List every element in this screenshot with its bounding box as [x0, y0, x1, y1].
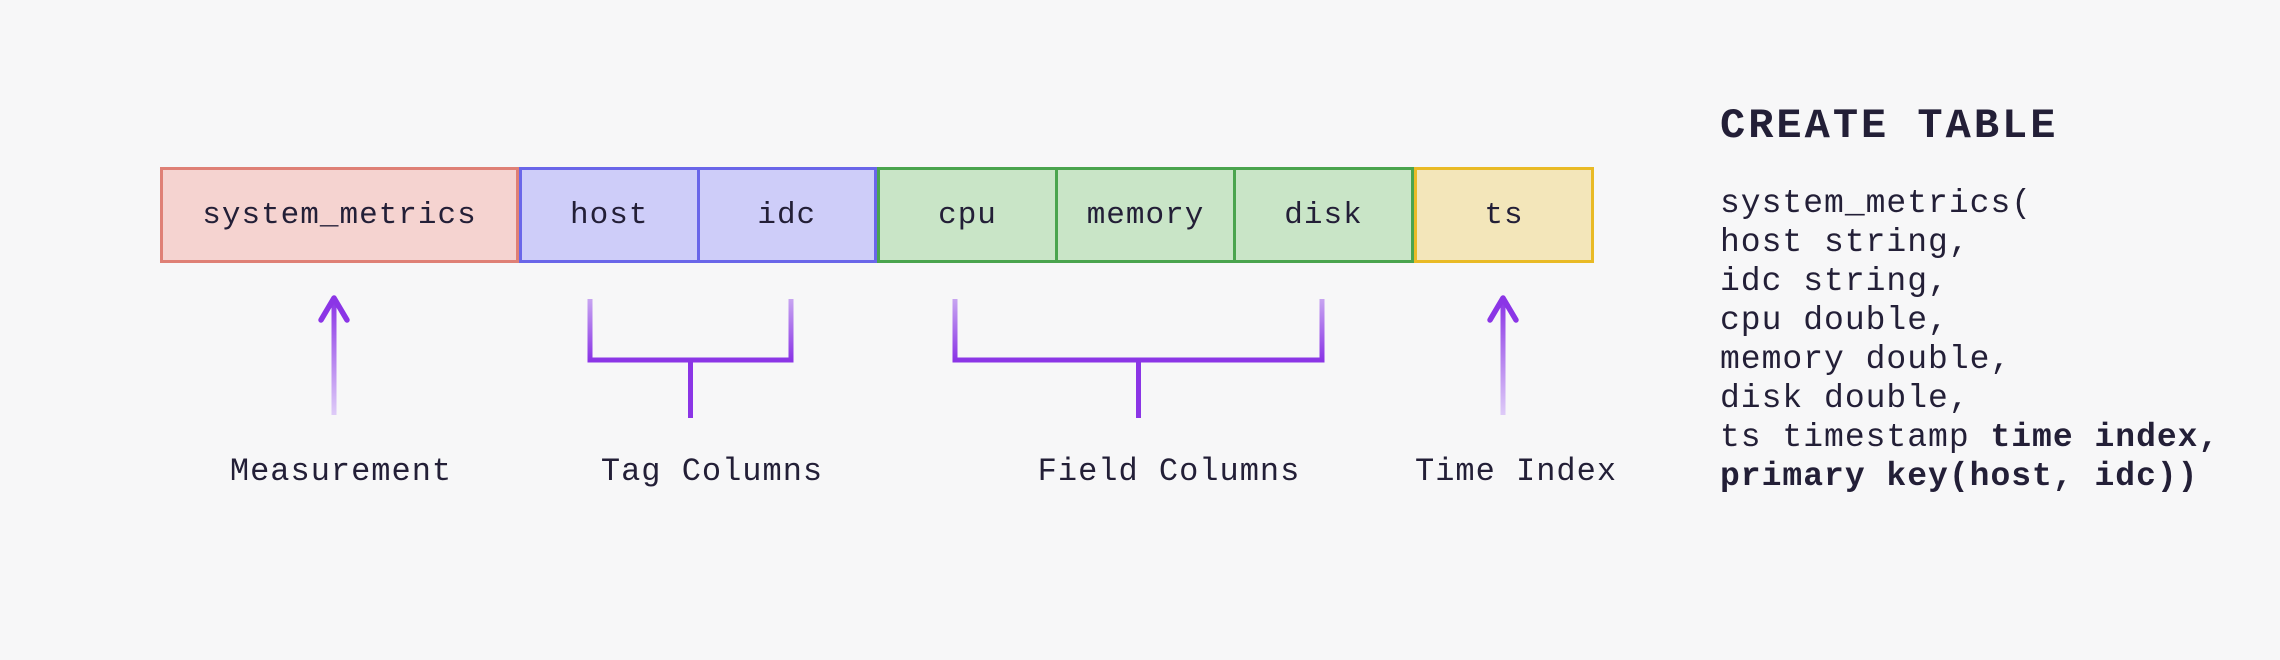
sql-text-bold: time index,: [1990, 419, 2220, 456]
tag-column-cell-host: host: [522, 170, 697, 260]
sql-text: ts timestamp: [1720, 419, 1991, 456]
time-index-up-arrow-icon: [1487, 295, 1519, 415]
sql-line: disk double,: [1720, 379, 2219, 418]
sql-text: host string,: [1720, 224, 1970, 261]
sql-line: memory double,: [1720, 340, 2219, 379]
measurement-up-arrow-icon: [318, 295, 350, 415]
sql-text: memory double,: [1720, 341, 2012, 378]
sql-code-block: system_metrics( host string, idc string,…: [1720, 184, 2219, 496]
time-index-group: ts: [1414, 167, 1594, 263]
tag-column-cell-idc: idc: [696, 170, 875, 260]
field-columns-bracket-icon: [952, 299, 1325, 418]
tag-column-label: idc: [757, 197, 817, 233]
sql-text-bold: primary key(host, idc)): [1720, 458, 2199, 495]
field-columns-annotation-label: Field Columns: [1037, 453, 1301, 490]
time-index-annotation-label: Time Index: [1414, 453, 1618, 490]
sql-line: cpu double,: [1720, 301, 2219, 340]
sql-text: system_metrics(: [1720, 185, 2033, 222]
sql-line: primary key(host, idc)): [1720, 457, 2219, 496]
tag-columns-bracket-icon: [587, 299, 794, 418]
sql-line: host string,: [1720, 223, 2219, 262]
field-column-label: cpu: [938, 197, 997, 233]
tag-columns-annotation-label: Tag Columns: [600, 453, 824, 490]
sql-text: disk double,: [1720, 380, 1970, 417]
sql-title: CREATE TABLE: [1720, 102, 2059, 150]
table-name-cell: system_metrics: [163, 170, 516, 260]
field-column-label: memory: [1086, 197, 1205, 233]
time-index-label: ts: [1484, 197, 1524, 233]
tag-column-label: host: [570, 197, 649, 233]
table-name-label: system_metrics: [202, 197, 477, 233]
field-column-cell-cpu: cpu: [880, 170, 1055, 260]
measurement-annotation-label: Measurement: [229, 453, 453, 490]
sql-text: cpu double,: [1720, 302, 1949, 339]
field-column-cell-disk: disk: [1233, 170, 1411, 260]
sql-line: ts timestamp time index,: [1720, 418, 2219, 457]
sql-text: idc string,: [1720, 263, 1949, 300]
time-index-cell-ts: ts: [1417, 170, 1591, 260]
measurement-group: system_metrics: [160, 167, 519, 263]
field-columns-group: cpu memory disk: [877, 167, 1414, 263]
table-structure-row: system_metrics host idc cpu memory disk: [160, 167, 1594, 263]
sql-panel: CREATE TABLE system_metrics( host string…: [1720, 102, 2219, 496]
sql-line: idc string,: [1720, 262, 2219, 301]
field-column-cell-memory: memory: [1055, 170, 1233, 260]
field-column-label: disk: [1284, 197, 1363, 233]
sql-line: system_metrics(: [1720, 184, 2219, 223]
tag-columns-group: host idc: [519, 167, 877, 263]
